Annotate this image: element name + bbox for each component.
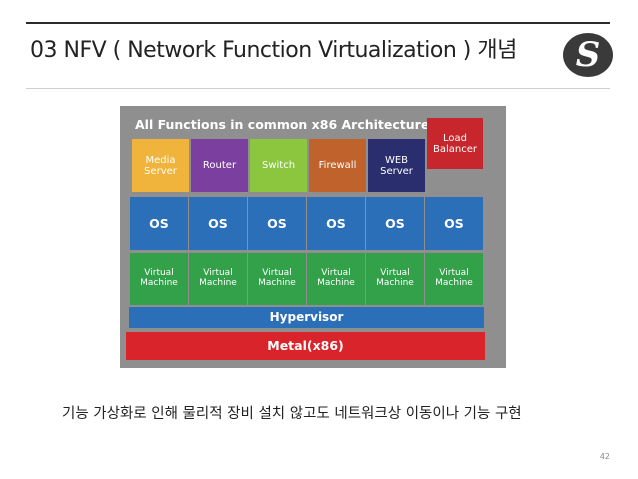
metal-layer: Metal(x86) [126, 332, 485, 360]
function-load-balancer: Load Balancer [427, 118, 483, 169]
diagram-title: All Functions in common x86 Architecture [135, 117, 430, 132]
function-switch: Switch [250, 139, 307, 192]
function-web-server: WEB Server [368, 139, 425, 192]
os-block: OS [248, 197, 306, 250]
vm-block: Virtual Machine [425, 253, 483, 305]
title-divider [26, 88, 610, 89]
page-title: 03 NFV ( Network Function Virtualization… [30, 38, 517, 63]
nfv-diagram: All Functions in common x86 Architecture… [120, 106, 506, 368]
os-block: OS [307, 197, 365, 250]
brand-logo: S [563, 33, 613, 77]
vm-block: Virtual Machine [366, 253, 424, 305]
function-router: Router [191, 139, 248, 192]
os-block: OS [366, 197, 424, 250]
os-block: OS [189, 197, 247, 250]
top-rule [26, 22, 610, 24]
page-number: 42 [599, 452, 610, 461]
os-block: OS [130, 197, 188, 250]
os-block: OS [425, 197, 483, 250]
vm-block: Virtual Machine [307, 253, 365, 305]
vm-block: Virtual Machine [189, 253, 247, 305]
vm-block: Virtual Machine [130, 253, 188, 305]
function-media-server: Media Server [132, 139, 189, 192]
function-firewall: Firewall [309, 139, 366, 192]
slide-caption: 기능 가상화로 인해 물리적 장비 설치 않고도 네트워크상 이동이나 기능 구… [62, 406, 522, 422]
hypervisor-layer: Hypervisor [129, 307, 484, 328]
vm-block: Virtual Machine [248, 253, 306, 305]
